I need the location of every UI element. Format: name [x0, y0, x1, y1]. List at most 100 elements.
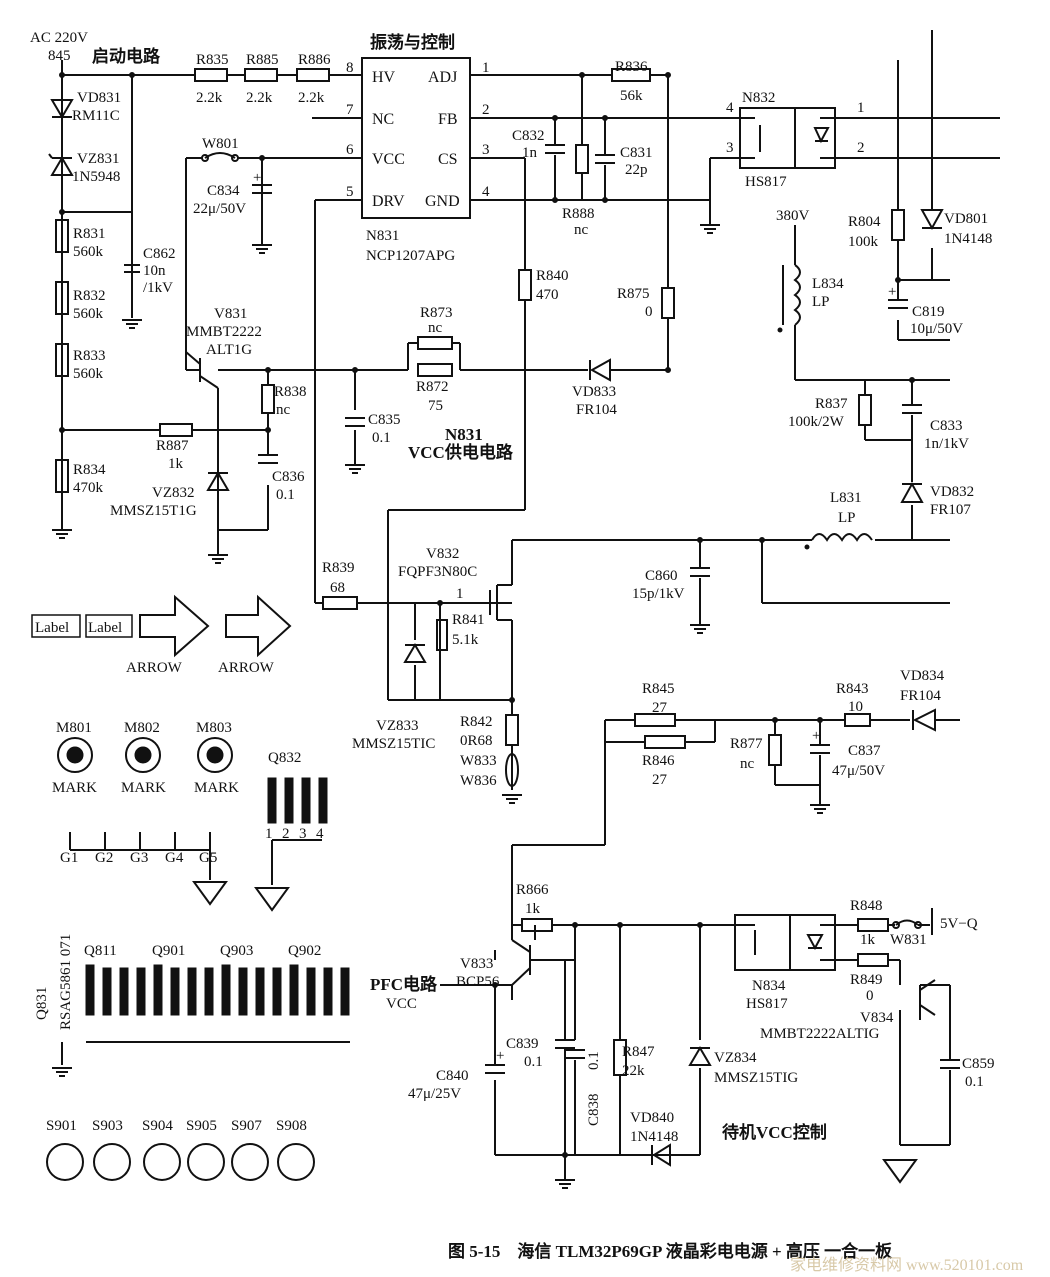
- v831-ref: V831: [214, 306, 247, 322]
- vd840-val: 1N4148: [630, 1129, 678, 1145]
- conn-q903-ref: Q903: [220, 943, 253, 959]
- switch-s901: S901: [46, 1118, 77, 1134]
- r875-val: 0: [645, 304, 653, 320]
- watermark: 家电维修资料网 www.520101.com: [790, 1256, 1024, 1274]
- ic-pin-hv: HV: [372, 69, 396, 86]
- section-pfc-2: VCC: [386, 996, 417, 1012]
- n832-pin3: 3: [726, 140, 734, 156]
- section-vcc-supply-2: VCC供电电路: [408, 442, 514, 462]
- vd840-ref: VD840: [630, 1110, 674, 1126]
- r887-val: 1k: [168, 456, 184, 472]
- c831-val: 22p: [625, 162, 648, 178]
- vd831-val: RM11C: [72, 108, 120, 124]
- c859-ref: C859: [962, 1056, 995, 1072]
- c840-val: 47μ/25V: [408, 1086, 461, 1102]
- c836-ref: C836: [272, 469, 305, 485]
- q831-ref: Q831: [34, 987, 50, 1020]
- c838-ref: C838: [586, 1093, 602, 1126]
- mark-m801-text: MARK: [52, 780, 97, 796]
- w831-ref: W831: [890, 932, 927, 948]
- ground-g3: G3: [130, 850, 148, 866]
- transistors: [185, 351, 936, 1016]
- r804-ref: R804: [848, 214, 881, 230]
- svg-text:+: +: [496, 1048, 504, 1064]
- r843-ref: R843: [836, 681, 869, 697]
- ac-input-label: AC 220V: [30, 30, 88, 46]
- r804-val: 100k: [848, 234, 879, 250]
- r886-val: 2.2k: [298, 90, 325, 106]
- vz833-ref: VZ833: [376, 718, 419, 734]
- v833-ref: V833: [460, 956, 493, 972]
- ground-g2: G2: [95, 850, 113, 866]
- r834-ref: R834: [73, 462, 106, 478]
- c839-ref: C839: [506, 1036, 539, 1052]
- v832-val: FQPF3N80C: [398, 564, 477, 580]
- ic-pin-gnd: GND: [425, 193, 460, 210]
- q832-ref: Q832: [268, 750, 301, 766]
- c837-val: 47μ/50V: [832, 763, 885, 779]
- v831-val2: ALT1G: [206, 342, 252, 358]
- c835-ref: C835: [368, 412, 401, 428]
- switch-s905: S905: [186, 1118, 217, 1134]
- r832-ref: R832: [73, 288, 106, 304]
- n834-ref: N834: [752, 978, 786, 994]
- r840-ref: R840: [536, 268, 569, 284]
- switch-s903: S903: [92, 1118, 123, 1134]
- r838-ref: R838: [274, 384, 307, 400]
- switch-s908: S908: [276, 1118, 307, 1134]
- c819-val: 10μ/50V: [910, 321, 963, 337]
- r885-ref: R885: [246, 52, 279, 68]
- vd831-ref: VD831: [77, 90, 121, 106]
- svg-text:+: +: [253, 170, 261, 186]
- c831-ref: C831: [620, 145, 653, 161]
- v832-ref: V832: [426, 546, 459, 562]
- arrow-label-1: ARROW: [126, 660, 183, 676]
- svg-text:+: +: [812, 728, 820, 744]
- c819-ref: C819: [912, 304, 945, 320]
- section-osc-title: 振荡与控制: [370, 32, 455, 52]
- q832-pin2: 2: [282, 826, 290, 842]
- l834-val: LP: [812, 294, 830, 310]
- vd834-val: FR104: [900, 688, 941, 704]
- ground-g5: G5: [199, 850, 217, 866]
- ic-pin-vcc: VCC: [372, 151, 405, 168]
- r841-val: 5.1k: [452, 632, 479, 648]
- figure-caption: 图 5-15 海信 TLM32P69GP 液晶彩电电源 + 高压 一合一板: [448, 1241, 893, 1261]
- c862-val2: /1kV: [143, 280, 173, 296]
- c860-ref: C860: [645, 568, 678, 584]
- r843-val: 10: [848, 699, 863, 715]
- r839-val: 68: [330, 580, 345, 596]
- c834-val: 22μ/50V: [193, 201, 246, 217]
- conn-q902-ref: Q902: [288, 943, 321, 959]
- vz831-ref: VZ831: [77, 151, 120, 167]
- c837-ref: C837: [848, 743, 881, 759]
- r831-val: 560k: [73, 244, 104, 260]
- r872-ref: R872: [416, 379, 449, 395]
- r833-ref: R833: [73, 348, 106, 364]
- c838-val: 0.1: [586, 1051, 602, 1070]
- n832-val: HS817: [745, 174, 787, 190]
- switch-s904: S904: [142, 1118, 173, 1134]
- conn-q811-ref: Q811: [84, 943, 117, 959]
- c840-ref: C840: [436, 1068, 469, 1084]
- ic-pin-fb: FB: [438, 111, 458, 128]
- vd832-ref: VD832: [930, 484, 974, 500]
- resistors: [55, 68, 905, 1076]
- mark-m802-text: MARK: [121, 780, 166, 796]
- r846-ref: R846: [642, 753, 675, 769]
- r886-ref: R886: [298, 52, 331, 68]
- r849-ref: R849: [850, 972, 883, 988]
- v832-pin: 1: [456, 586, 464, 602]
- v380-label: 380V: [776, 208, 810, 224]
- r877-ref: R877: [730, 736, 763, 752]
- ic-pinnum-vcc: 6: [346, 142, 354, 158]
- q832-pin3: 3: [299, 826, 307, 842]
- q832-pin4: 4: [316, 826, 324, 842]
- ic-pin-drv: DRV: [372, 193, 405, 210]
- jumpers: [59, 72, 933, 1158]
- c835-val: 0.1: [372, 430, 391, 446]
- conn-q901-ref: Q901: [152, 943, 185, 959]
- label-box-2: Label: [88, 620, 122, 636]
- vz834-val: MMSZ15TIG: [714, 1070, 798, 1086]
- ic-pinnum-gnd: 4: [482, 184, 490, 200]
